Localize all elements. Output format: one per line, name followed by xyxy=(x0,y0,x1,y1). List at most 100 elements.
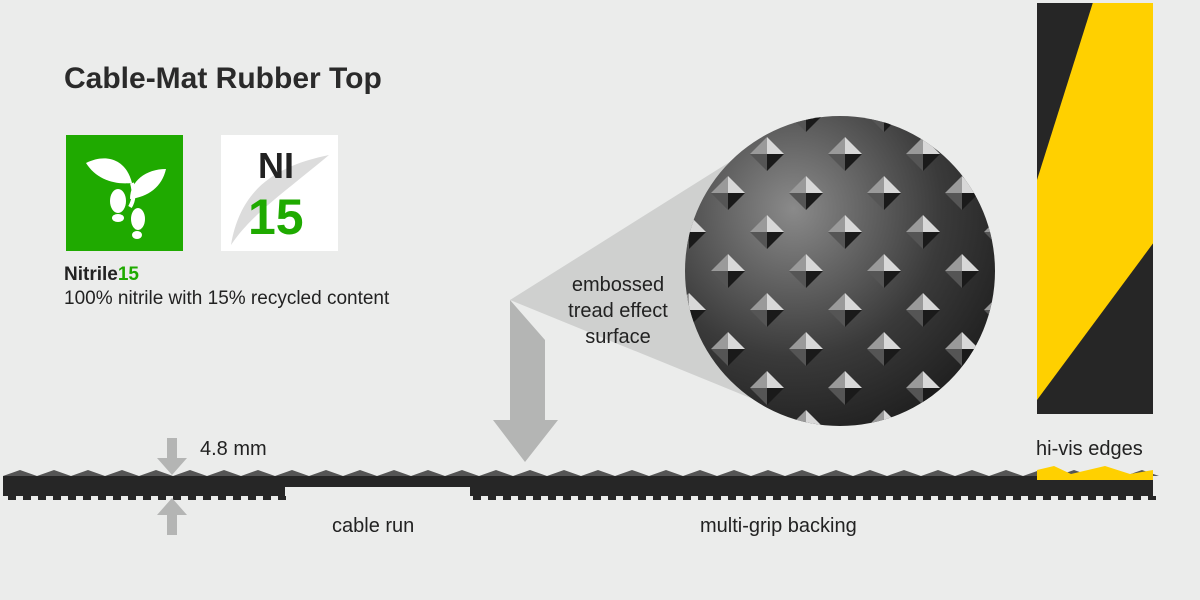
hi-vis-edge xyxy=(1037,466,1153,480)
mat-body xyxy=(3,476,285,496)
grip-foot xyxy=(518,496,526,500)
pointer-arrow xyxy=(493,300,558,462)
tread-stud xyxy=(789,176,823,210)
tread-stud xyxy=(828,371,862,405)
grip-foot xyxy=(998,496,1006,500)
tread-stud xyxy=(945,410,979,426)
hi-vis-label: hi-vis edges xyxy=(1036,438,1143,460)
grip-foot xyxy=(563,496,571,500)
grip-foot xyxy=(1088,496,1096,500)
grip-foot xyxy=(833,496,841,500)
tread-stud xyxy=(828,293,862,327)
tread-stud xyxy=(984,137,995,171)
grip-foot xyxy=(233,496,241,500)
grip-foot xyxy=(1058,496,1066,500)
grip-foot xyxy=(218,496,226,500)
tread-stud xyxy=(867,332,901,366)
tread-stud xyxy=(1179,176,1200,210)
tread-stud xyxy=(633,98,667,132)
grip-foot xyxy=(23,496,31,500)
tread-stud xyxy=(906,293,940,327)
grip-foot xyxy=(938,496,946,500)
tread-stud xyxy=(1179,254,1200,288)
tread-stud xyxy=(1179,98,1200,132)
grip-foot xyxy=(908,496,916,500)
grip-foot xyxy=(638,496,646,500)
page-title: Cable-Mat Rubber Top xyxy=(64,62,382,95)
tread-stud xyxy=(789,332,823,366)
tread-stud xyxy=(1179,410,1200,444)
grip-foot xyxy=(158,496,166,500)
grip-foot xyxy=(878,496,886,500)
thickness-arrows xyxy=(157,438,187,535)
cable-run-label: cable run xyxy=(332,515,415,537)
grip-foot xyxy=(203,496,211,500)
grip-foot xyxy=(1028,496,1036,500)
tread-stud xyxy=(711,176,745,210)
grip-foot xyxy=(143,496,151,500)
tread-stud xyxy=(906,215,940,249)
tread-stud xyxy=(711,410,745,426)
tread-stud xyxy=(711,116,745,132)
plant-footprints-icon xyxy=(86,158,166,239)
surface-label-line: surface xyxy=(585,326,651,348)
brand-prefix: Nitrile xyxy=(64,264,118,285)
grip-foot xyxy=(698,496,706,500)
grip-foot xyxy=(278,496,286,500)
grip-foot xyxy=(953,496,961,500)
grip-foot xyxy=(803,496,811,500)
grip-foot xyxy=(1118,496,1126,500)
grip-foot xyxy=(263,496,271,500)
grip-foot xyxy=(578,496,586,500)
grip-foot xyxy=(788,496,796,500)
grip-foot xyxy=(773,496,781,500)
tread-stud xyxy=(750,371,784,405)
grip-foot xyxy=(503,496,511,500)
grip-foot xyxy=(728,496,736,500)
grip-foot xyxy=(113,496,121,500)
grip-foot xyxy=(98,496,106,500)
grip-foot xyxy=(893,496,901,500)
grip-foot xyxy=(188,496,196,500)
tread-stud xyxy=(867,254,901,288)
grip-foot xyxy=(983,496,991,500)
grip-foot xyxy=(53,496,61,500)
nitrile-logo-number: 15 xyxy=(248,189,304,245)
mat-body xyxy=(470,476,1153,496)
grip-foot xyxy=(248,496,256,500)
tread-stud xyxy=(711,332,745,366)
leaf-icon xyxy=(231,155,329,245)
surface-label-line: embossed xyxy=(571,274,665,296)
grip-foot xyxy=(533,496,541,500)
tread-bumps xyxy=(3,470,1159,476)
tread-stud xyxy=(750,293,784,327)
grip-foot xyxy=(923,496,931,500)
grip-foot xyxy=(848,496,856,500)
surface-label: embossed tread effect surface xyxy=(550,272,686,350)
grip-foot xyxy=(8,496,16,500)
grip-foot xyxy=(758,496,766,500)
tread-stud xyxy=(906,371,940,405)
tread-stud xyxy=(1179,332,1200,366)
mat-profile xyxy=(3,466,1159,500)
material-name: Nitrile15 xyxy=(64,264,139,286)
grip-foot xyxy=(173,496,181,500)
thickness-label: 4.8 mm xyxy=(200,438,267,460)
cable-channel xyxy=(285,476,470,487)
grip-foot xyxy=(608,496,616,500)
eco-badge xyxy=(66,135,183,251)
grip-foot xyxy=(653,496,661,500)
tread-stud xyxy=(711,254,745,288)
grip-foot xyxy=(668,496,676,500)
grip-foot xyxy=(38,496,46,500)
grip-foot xyxy=(683,496,691,500)
surface-label-line: tread effect xyxy=(568,300,668,322)
grip-foot xyxy=(488,496,496,500)
grip-foot xyxy=(548,496,556,500)
nitrile-logo-text: NI xyxy=(258,145,294,186)
grip-foot xyxy=(1103,496,1111,500)
tread-stud xyxy=(945,116,979,132)
tread-stud xyxy=(750,137,784,171)
tread-stud xyxy=(984,371,995,405)
